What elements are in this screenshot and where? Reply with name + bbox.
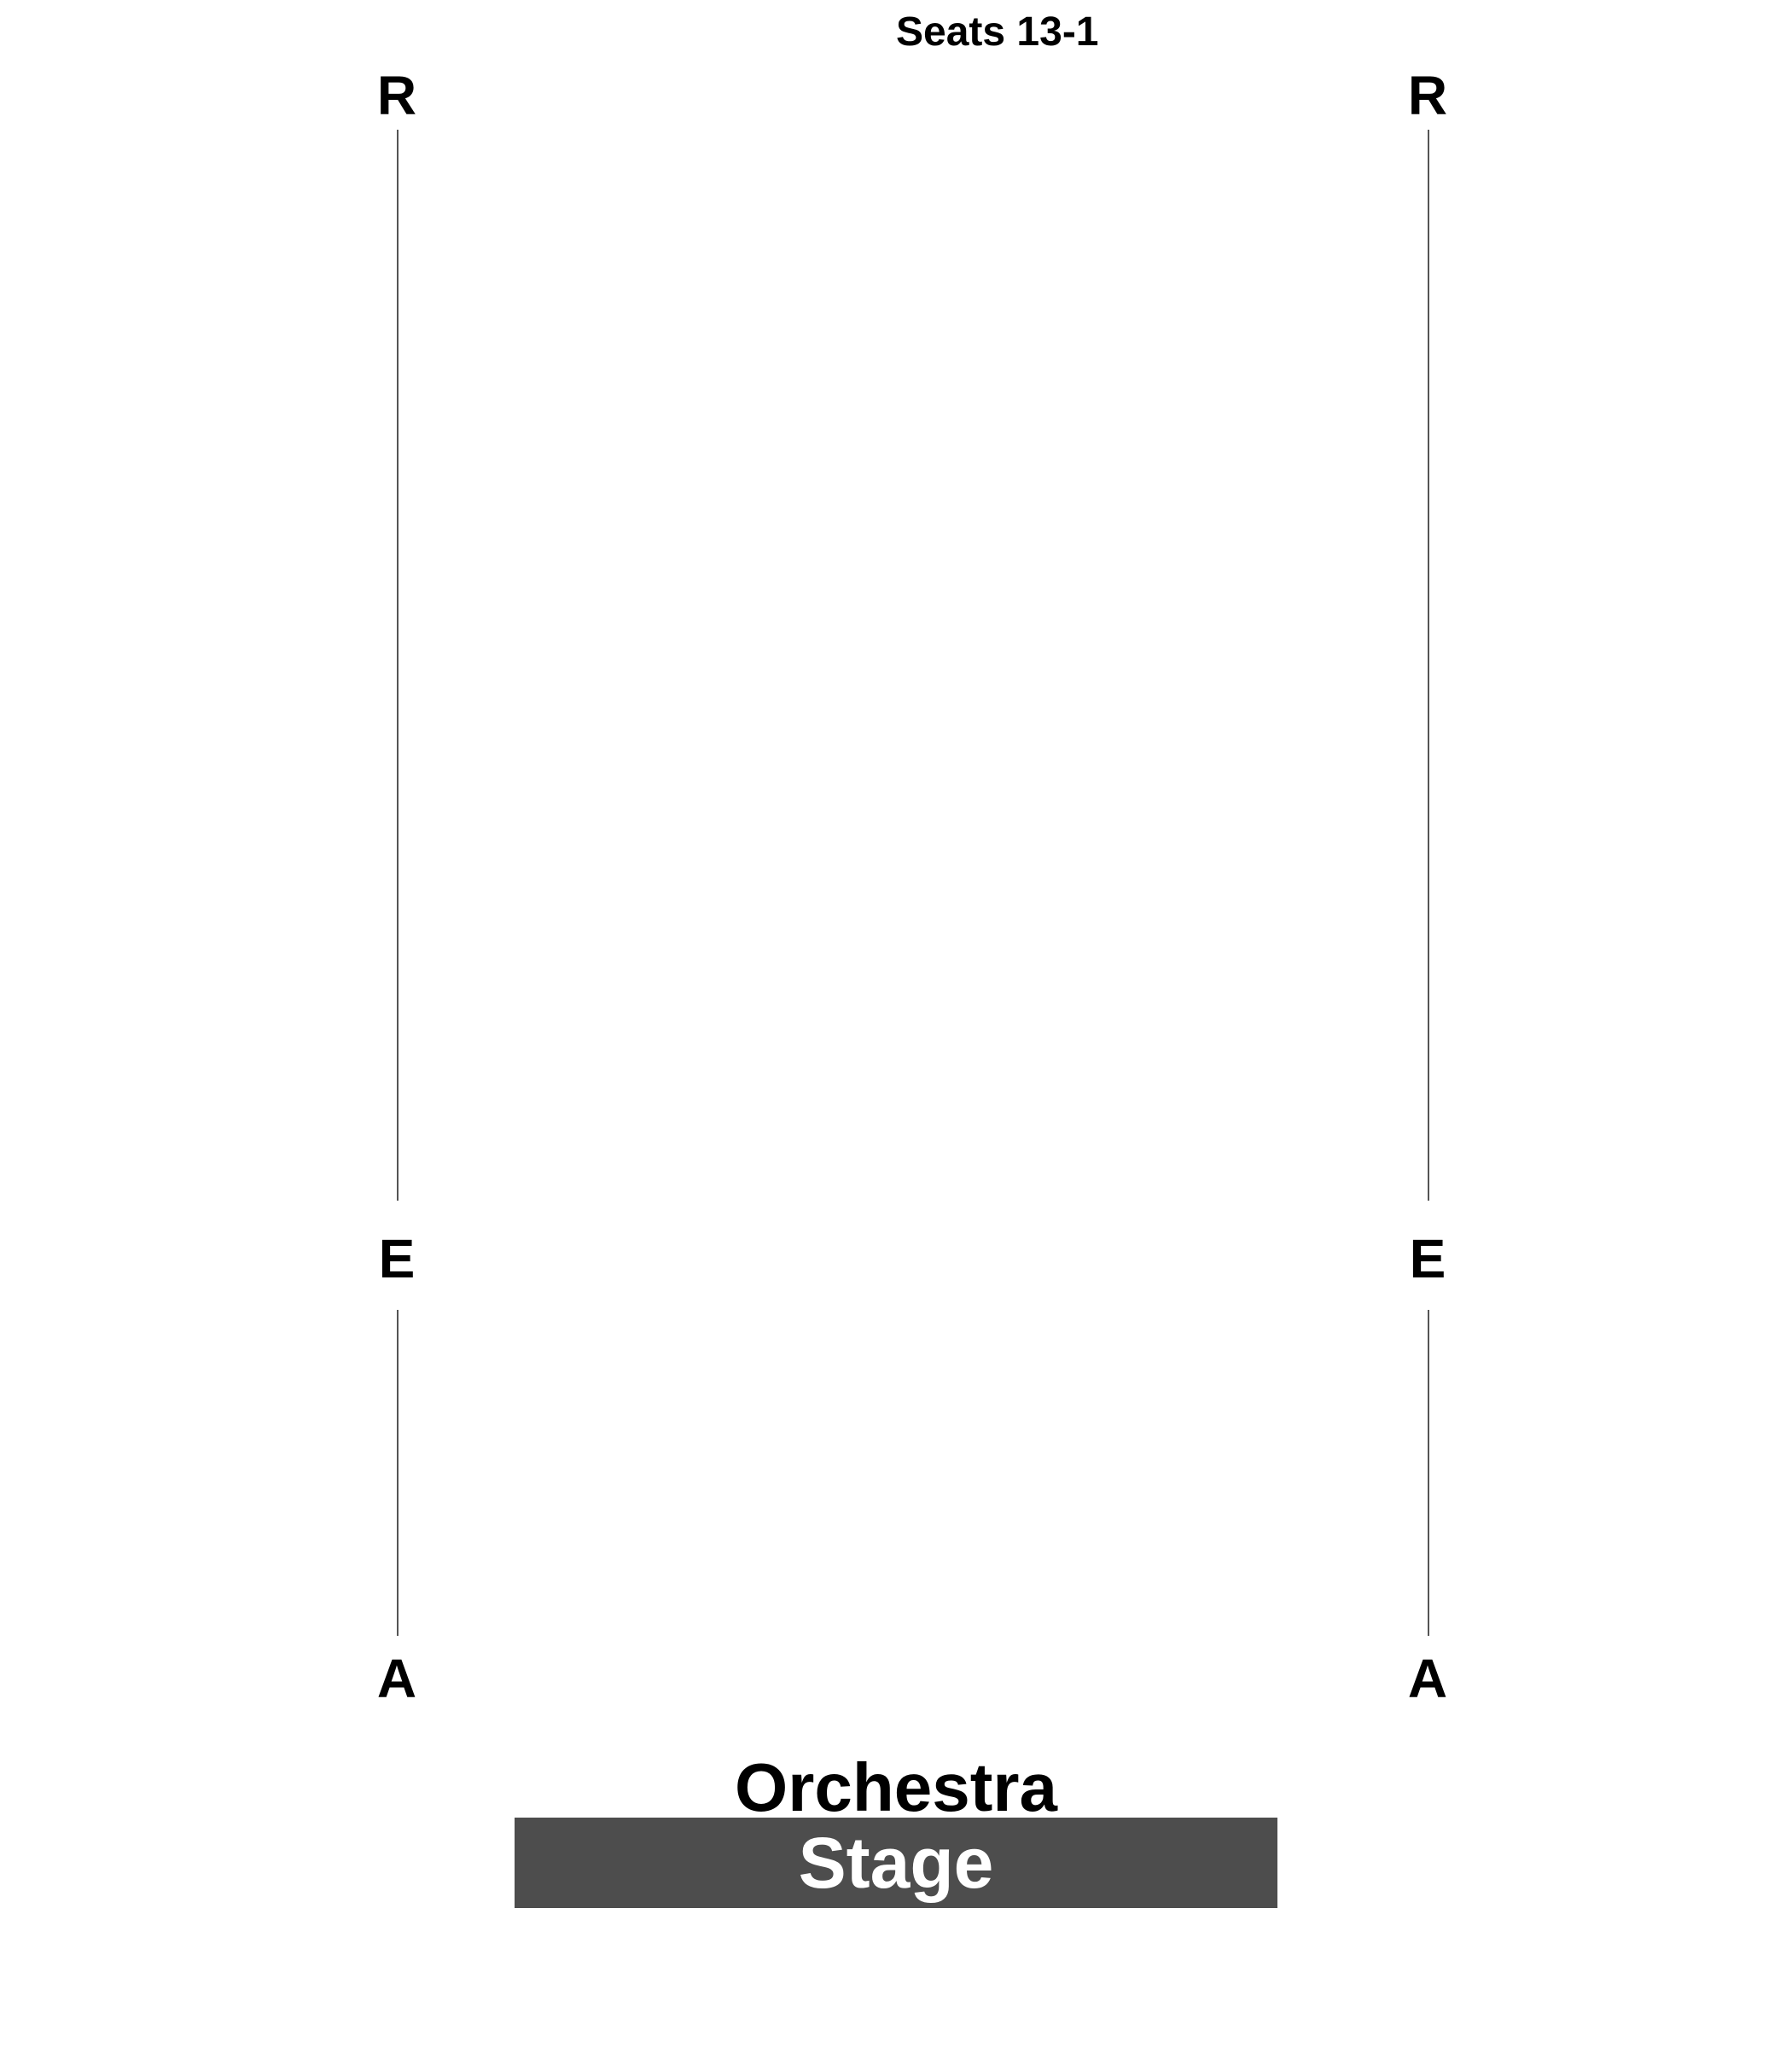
seat-range-header: Seats 13-1	[896, 9, 1099, 55]
row-range-line-right-upper	[1428, 130, 1429, 1201]
row-label-a-right: A	[1407, 1648, 1448, 1709]
stage: Stage	[515, 1818, 1277, 1908]
row-range-line-left-upper	[397, 130, 399, 1201]
row-label-r-left: R	[376, 65, 417, 126]
section-label-orchestra: Orchestra	[735, 1749, 1057, 1825]
row-label-r-right: R	[1407, 65, 1448, 126]
stage-label: Stage	[798, 1823, 994, 1903]
row-range-line-right-lower	[1428, 1310, 1429, 1636]
row-label-a-left: A	[376, 1648, 417, 1709]
row-label-e-right: E	[1409, 1228, 1446, 1289]
row-label-e-left: E	[378, 1228, 416, 1289]
row-range-line-left-lower	[397, 1310, 399, 1636]
